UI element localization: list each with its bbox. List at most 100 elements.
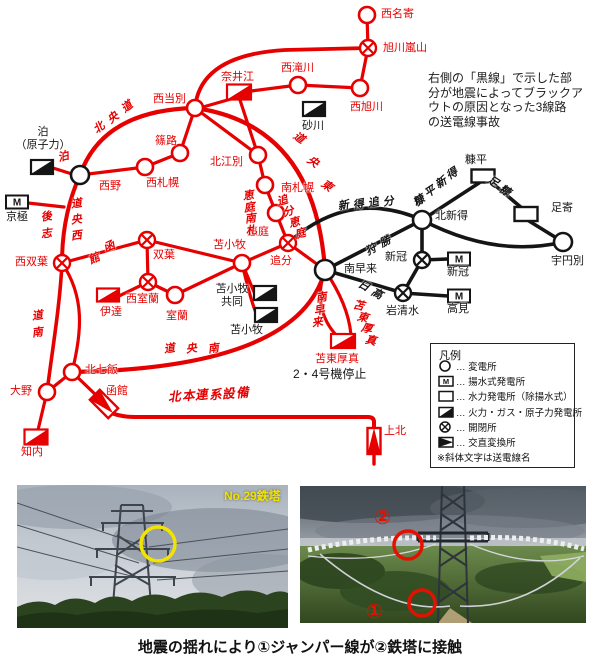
line-name-南早来: 南: [314, 291, 328, 305]
label-asahikawa-arashiyama: 旭川嵐山: [383, 42, 427, 54]
legend-item-thermal: … 火力・ガス・原子力発電所: [437, 405, 582, 419]
figure-caption: 地震の揺れにより①ジャンパー線が②鉄塔に接触: [137, 639, 463, 656]
hydro-icon: [438, 391, 454, 403]
tower-number-tag: No.29鉄塔: [224, 489, 281, 503]
node-nishi-asahikawa: [350, 78, 370, 98]
node-kyogoku: M: [5, 194, 29, 210]
node-nishino: [69, 164, 91, 186]
line-name-道央西: 道: [70, 197, 83, 211]
label-kita-nanae: 北七飯: [85, 364, 118, 376]
label-iwashimizu: 岩清水: [386, 305, 419, 317]
transmission-line: [145, 238, 244, 265]
label-kita-shintoku: 北新得: [435, 210, 468, 222]
label-tomato-atsuma-status: 2・4号機停止: [293, 367, 367, 381]
node-kita-nanae: [62, 362, 82, 382]
transmission-line: [420, 181, 481, 222]
node-tomato-atsuma: [329, 332, 357, 350]
legend-item-label: … 開閉所: [456, 422, 497, 434]
label-nishi-sapporo: 西札幌: [146, 177, 179, 189]
label-kita-ebetsu: 北江別: [210, 156, 243, 168]
line-name-道央西: 西: [70, 229, 83, 243]
node-nishi-muroran: [138, 272, 158, 292]
node-naie: [225, 83, 253, 101]
label-uenbetsu: 宇円別: [551, 255, 584, 267]
annotation-number-1: ①: [366, 601, 383, 623]
contact-point-circle-2: [392, 529, 424, 561]
legend-item-sw: … 開閉所: [437, 420, 497, 434]
transmission-line: [193, 106, 260, 157]
sw-icon: [439, 421, 451, 433]
annotation-number-2: ②: [374, 507, 391, 529]
node-nishi-takikawa: [288, 75, 308, 95]
svg-text:M: M: [455, 292, 463, 303]
label-kamikita: 上北: [384, 425, 406, 437]
legend-item-label: … 水力発電所（除揚水式）: [456, 392, 573, 404]
line-name-北本連系設備: 備: [234, 385, 249, 401]
transmission-line: [45, 261, 64, 394]
line-name-道央西: 央: [70, 213, 83, 227]
label-takami: 高見: [447, 303, 469, 315]
node-tomakomai-kyodo: [252, 284, 278, 302]
label-naie: 奈井江: [221, 71, 254, 83]
line-name-道南: 南: [31, 326, 44, 340]
node-takami: M: [447, 288, 471, 304]
M-icon: M: [438, 375, 454, 387]
svg-text:M: M: [443, 377, 449, 386]
line-name-北本連系設備: 北: [167, 389, 182, 405]
line-name-南早来: 来: [310, 316, 324, 330]
transmission-line: [173, 261, 244, 297]
transmission-line: [78, 165, 147, 177]
legend-item-label: … 揚水式発電所: [456, 377, 526, 389]
label-ono: 大野: [10, 385, 32, 397]
label-futaba: 双葉: [153, 249, 175, 261]
legend-box: 凡例 … 変電所 M … 揚水式発電所 … 水力発電所（除揚水式） … 火力・ガス・原子…: [430, 343, 582, 468]
node-iwashimizu: [393, 283, 413, 303]
line-name-北本連系設備: 系: [207, 387, 222, 403]
legend-item-conv: … 交直変換所: [437, 435, 516, 449]
node-nishi-futaba: [52, 253, 72, 273]
node-kamikita: [366, 426, 382, 456]
transmission-line: [69, 267, 328, 375]
node-muroran: [165, 285, 185, 305]
node-nishi-nayoro: [357, 5, 377, 25]
transmission-line: [26, 201, 66, 209]
line-name-新得追分: 分: [381, 194, 395, 209]
tower-lattice: [437, 486, 469, 623]
label-nishino: 西野: [99, 180, 121, 192]
label-shiriuchi: 知内: [21, 446, 43, 458]
tower-silhouette: [89, 504, 176, 606]
node-tomakomai-ps: [253, 306, 279, 324]
line-name-新得追分: 得: [351, 197, 365, 212]
thermal-icon: [438, 406, 454, 418]
photo-jumper-contact: [300, 486, 586, 623]
label-sunagawa: 砂川: [302, 120, 324, 132]
node-futaba: [137, 230, 157, 250]
contact-point-circle-yellow: [139, 525, 177, 563]
label-kyogoku: 京極: [6, 211, 28, 223]
node-minami-sapporo: [255, 175, 275, 195]
transmission-line: [238, 98, 260, 157]
line-name-苫東厚真: 真: [363, 333, 378, 348]
node-hakodate: [88, 388, 120, 420]
svg-text:M: M: [455, 255, 463, 266]
node-tomakomai-sub: [232, 253, 252, 273]
node-ono: [37, 382, 57, 402]
network-diagram: M M M: [5, 5, 574, 466]
legend-title: 凡例: [439, 350, 461, 362]
transmission-line: [323, 218, 424, 272]
label-minami-sapporo: 南札幌: [281, 182, 314, 194]
label-tomari: 泊 （原子力）: [15, 126, 71, 151]
label-nishi-asahikawa: 西旭川: [350, 101, 383, 113]
transmission-line: [420, 218, 565, 249]
transmission-line: [60, 238, 149, 265]
label-nishi-futaba: 西双葉: [15, 256, 48, 268]
legend-item-label: … 変電所: [456, 362, 497, 373]
node-uenbetsu: [552, 231, 574, 253]
trees-front: [17, 609, 288, 628]
legend-item-label: … 交直変換所: [456, 438, 516, 449]
node-nishi-tobetsu: [185, 98, 205, 118]
line-name-道央南: 南: [207, 342, 220, 356]
legend-item-label: … 火力・ガス・原子力発電所: [456, 407, 583, 419]
label-ashoro: 足寄: [551, 202, 573, 214]
